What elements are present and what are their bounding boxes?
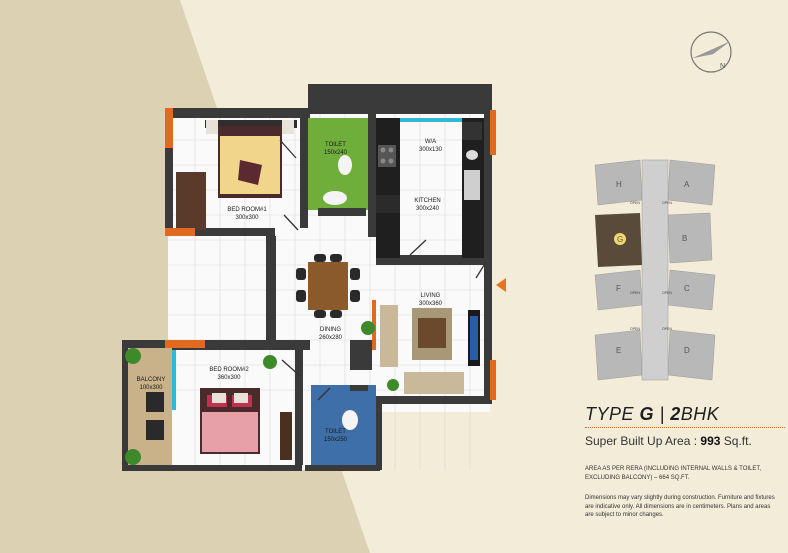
keyplan-label-f: F bbox=[616, 284, 621, 293]
key-plan: H A G B F C E D OPEN OPEN OPEN OPEN OPEN… bbox=[594, 159, 716, 381]
keyplan-open-label: OPEN bbox=[630, 201, 640, 205]
keyplan-highlight-marker bbox=[614, 233, 626, 245]
keyplan-open-label: OPEN bbox=[662, 327, 672, 331]
north-label: N bbox=[720, 63, 725, 70]
type-letter: G bbox=[639, 404, 655, 424]
toilet2 bbox=[311, 385, 376, 465]
area-unit: Sq.ft. bbox=[723, 434, 752, 448]
bhk-number: 2 bbox=[670, 404, 681, 424]
bedroom1-furniture bbox=[205, 120, 297, 198]
door-swings bbox=[279, 139, 487, 401]
type-prefix: TYPE bbox=[585, 404, 635, 424]
keyplan-label-e: E bbox=[616, 346, 621, 355]
keyplan-label-b: B bbox=[682, 234, 687, 243]
keyplan-label-c: C bbox=[684, 284, 690, 293]
entrance-arrow bbox=[496, 278, 506, 292]
keyplan-open-label: OPEN bbox=[662, 291, 672, 295]
living-furniture bbox=[350, 305, 480, 394]
bedroom2-furniture bbox=[172, 350, 292, 460]
keyplan-label-a: A bbox=[684, 180, 690, 189]
title-divider bbox=[585, 427, 785, 428]
area-value: 993 bbox=[700, 434, 721, 448]
walls bbox=[122, 84, 492, 471]
area-label: Super Built Up Area : bbox=[585, 434, 698, 448]
keyplan-label-h: H bbox=[616, 180, 622, 189]
keyplan-open-label: OPEN bbox=[662, 201, 672, 205]
keyplan-label-g: G bbox=[617, 235, 623, 244]
unit-type-heading: TYPE G | 2BHK bbox=[585, 404, 785, 425]
keyplan-open-label: OPEN bbox=[630, 291, 640, 295]
type-separator: | bbox=[659, 404, 665, 424]
dining-table bbox=[296, 254, 360, 318]
keyplan-label-d: D bbox=[684, 346, 690, 355]
disclaimer-note: Dimensions may vary slightly during cons… bbox=[585, 495, 775, 518]
super-built-up-area: Super Built Up Area : 993 Sq.ft. bbox=[585, 434, 785, 448]
keyplan-open-label: OPEN bbox=[630, 327, 640, 331]
kitchen-counters bbox=[376, 118, 484, 258]
compass-icon: N bbox=[690, 31, 732, 73]
toilet1 bbox=[308, 118, 368, 216]
rera-note: AREA AS PER RERA (INCLUDING INTERNAL WAL… bbox=[585, 466, 762, 481]
balcony-area bbox=[125, 348, 277, 465]
unit-title-block: TYPE G | 2BHK Super Built Up Area : 993 … bbox=[585, 404, 785, 448]
bhk-suffix: BHK bbox=[680, 404, 720, 424]
